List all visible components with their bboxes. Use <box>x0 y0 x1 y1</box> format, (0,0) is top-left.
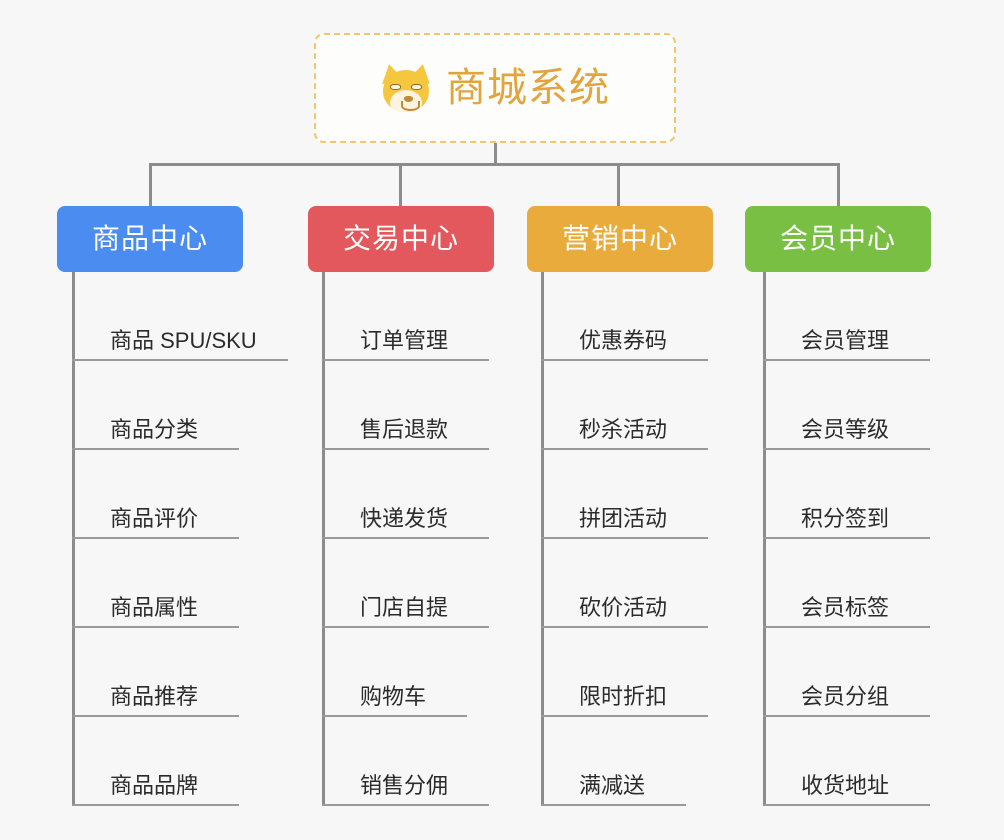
leaf-item[interactable]: 拼团活动 <box>541 450 708 539</box>
leaf-item-label: 销售分佣 <box>360 772 449 798</box>
leaf-item[interactable]: 商品品牌 <box>72 717 239 806</box>
leaf-item[interactable]: 订单管理 <box>322 272 489 361</box>
leaf-item[interactable]: 会员分组 <box>763 628 930 717</box>
leaf-item-label: 商品评价 <box>110 505 199 531</box>
leaf-item-label: 会员标签 <box>801 594 890 620</box>
category-drop-line-2 <box>399 163 402 206</box>
leaf-item[interactable]: 商品推荐 <box>72 628 239 717</box>
leaf-item[interactable]: 商品属性 <box>72 539 239 628</box>
leaf-item[interactable]: 会员管理 <box>763 272 930 361</box>
leaf-item-label: 会员管理 <box>801 327 890 353</box>
category-box-4[interactable]: 会员中心 <box>745 206 931 272</box>
leaf-item[interactable]: 销售分佣 <box>322 717 489 806</box>
leaf-item-label: 砍价活动 <box>579 594 668 620</box>
category-box-2[interactable]: 交易中心 <box>308 206 494 272</box>
leaf-item-label: 商品属性 <box>110 594 199 620</box>
leaf-item-label: 售后退款 <box>360 416 449 442</box>
leaf-item[interactable]: 秒杀活动 <box>541 361 708 450</box>
leaf-item-label: 商品分类 <box>110 416 199 442</box>
leaf-item[interactable]: 商品 SPU/SKU <box>72 272 288 361</box>
category-label: 商品中心 <box>91 223 208 254</box>
category-drop-line-4 <box>837 163 840 206</box>
leaf-item[interactable]: 满减送 <box>541 717 686 806</box>
leaf-item-label: 商品推荐 <box>110 683 199 709</box>
leaf-item[interactable]: 购物车 <box>322 628 467 717</box>
leaf-spine-line <box>763 272 766 806</box>
category-label: 营销中心 <box>561 223 678 254</box>
category-box-3[interactable]: 营销中心 <box>527 206 713 272</box>
leaf-item-label: 商品 SPU/SKU <box>110 327 257 353</box>
leaf-item-label: 购物车 <box>360 683 427 709</box>
root-stem-line <box>494 143 497 166</box>
leaf-spine-line <box>541 272 544 806</box>
category-label: 交易中心 <box>342 223 459 254</box>
leaf-item-label: 满减送 <box>579 772 646 798</box>
leaf-item[interactable]: 售后退款 <box>322 361 489 450</box>
leaf-item-label: 会员等级 <box>801 416 890 442</box>
leaf-item[interactable]: 门店自提 <box>322 539 489 628</box>
leaf-spine-line <box>72 272 75 806</box>
leaf-item-label: 商品品牌 <box>110 772 199 798</box>
category-drop-line-3 <box>617 163 620 206</box>
category-label: 会员中心 <box>779 223 896 254</box>
leaf-item[interactable]: 快递发货 <box>322 450 489 539</box>
leaf-spine-line <box>322 272 325 806</box>
leaf-item-label: 会员分组 <box>801 683 890 709</box>
category-drop-line-1 <box>149 163 152 206</box>
leaf-item-label: 优惠券码 <box>579 327 668 353</box>
leaf-item[interactable]: 限时折扣 <box>541 628 708 717</box>
leaf-item-label: 限时折扣 <box>579 683 668 709</box>
leaf-item-label: 门店自提 <box>360 594 449 620</box>
leaf-item[interactable]: 积分签到 <box>763 450 930 539</box>
root-node[interactable]: 商城系统 <box>314 33 676 143</box>
shiba-dog-face-icon <box>378 61 434 112</box>
category-box-1[interactable]: 商品中心 <box>57 206 243 272</box>
leaf-item[interactable]: 优惠券码 <box>541 272 708 361</box>
leaf-item-label: 快递发货 <box>360 505 449 531</box>
leaf-item[interactable]: 收货地址 <box>763 717 930 806</box>
leaf-item[interactable]: 砍价活动 <box>541 539 708 628</box>
leaf-item-label: 订单管理 <box>360 327 449 353</box>
leaf-item-label: 积分签到 <box>801 505 890 531</box>
leaf-item[interactable]: 商品评价 <box>72 450 239 539</box>
leaf-item[interactable]: 商品分类 <box>72 361 239 450</box>
root-title: 商城系统 <box>446 66 610 110</box>
leaf-item-label: 秒杀活动 <box>579 416 668 442</box>
leaf-item[interactable]: 会员等级 <box>763 361 930 450</box>
leaf-item[interactable]: 会员标签 <box>763 539 930 628</box>
leaf-item-label: 拼团活动 <box>579 505 668 531</box>
horizontal-bus-line <box>149 163 840 166</box>
leaf-item-label: 收货地址 <box>801 772 890 798</box>
